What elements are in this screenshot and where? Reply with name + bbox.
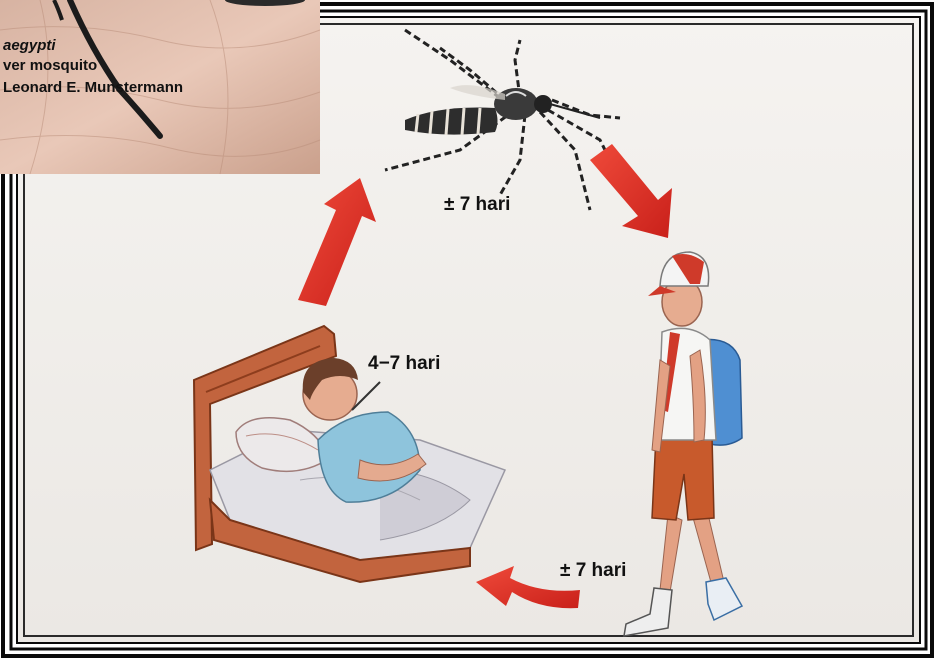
- label-host-to-sick-duration: ± 7 hari: [560, 560, 626, 581]
- photo-caption-line2: ver mosquito: [3, 57, 97, 74]
- label-sick-period-duration: 4−7 hari: [368, 353, 440, 374]
- inset-photo-aedes-aegypti: aegypti ver mosquito Leonard E. Munsterm…: [0, 0, 320, 174]
- photo-caption-line1: aegypti: [3, 37, 56, 54]
- photo-caption-line3: Leonard E. Munstermann: [3, 79, 183, 96]
- label-mosquito-to-host-duration: ± 7 hari: [444, 194, 510, 215]
